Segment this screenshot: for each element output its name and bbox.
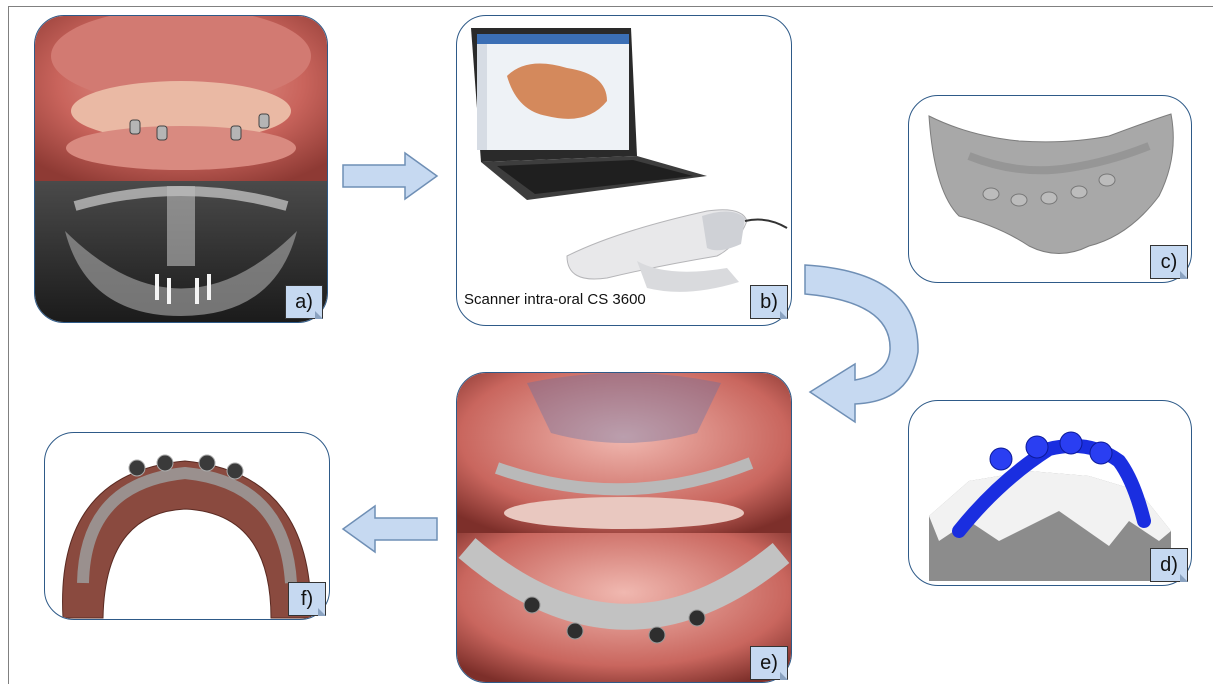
panel-e-image — [457, 373, 791, 682]
frame-top-line — [8, 6, 1213, 7]
label-c: c) — [1150, 245, 1188, 279]
panel-d-image — [909, 401, 1191, 585]
label-e: e) — [750, 646, 788, 680]
label-f: f) — [288, 582, 326, 616]
label-a: a) — [285, 285, 323, 319]
panel-a — [34, 15, 328, 323]
arrow-right-a-to-b — [340, 150, 440, 202]
frame-left-line — [8, 6, 9, 684]
arrow-left-e-to-f — [340, 503, 440, 555]
arrow-curved-to-e — [800, 262, 925, 442]
panel-b — [456, 15, 792, 326]
scanner-caption: Scanner intra-oral CS 3600 — [464, 291, 646, 308]
label-b: b) — [750, 285, 788, 319]
panel-e — [456, 372, 792, 683]
panel-f-image — [45, 433, 329, 619]
label-d: d) — [1150, 548, 1188, 582]
panel-c-image — [909, 96, 1191, 282]
panel-b-image — [457, 16, 791, 325]
panel-a-image — [35, 16, 327, 322]
